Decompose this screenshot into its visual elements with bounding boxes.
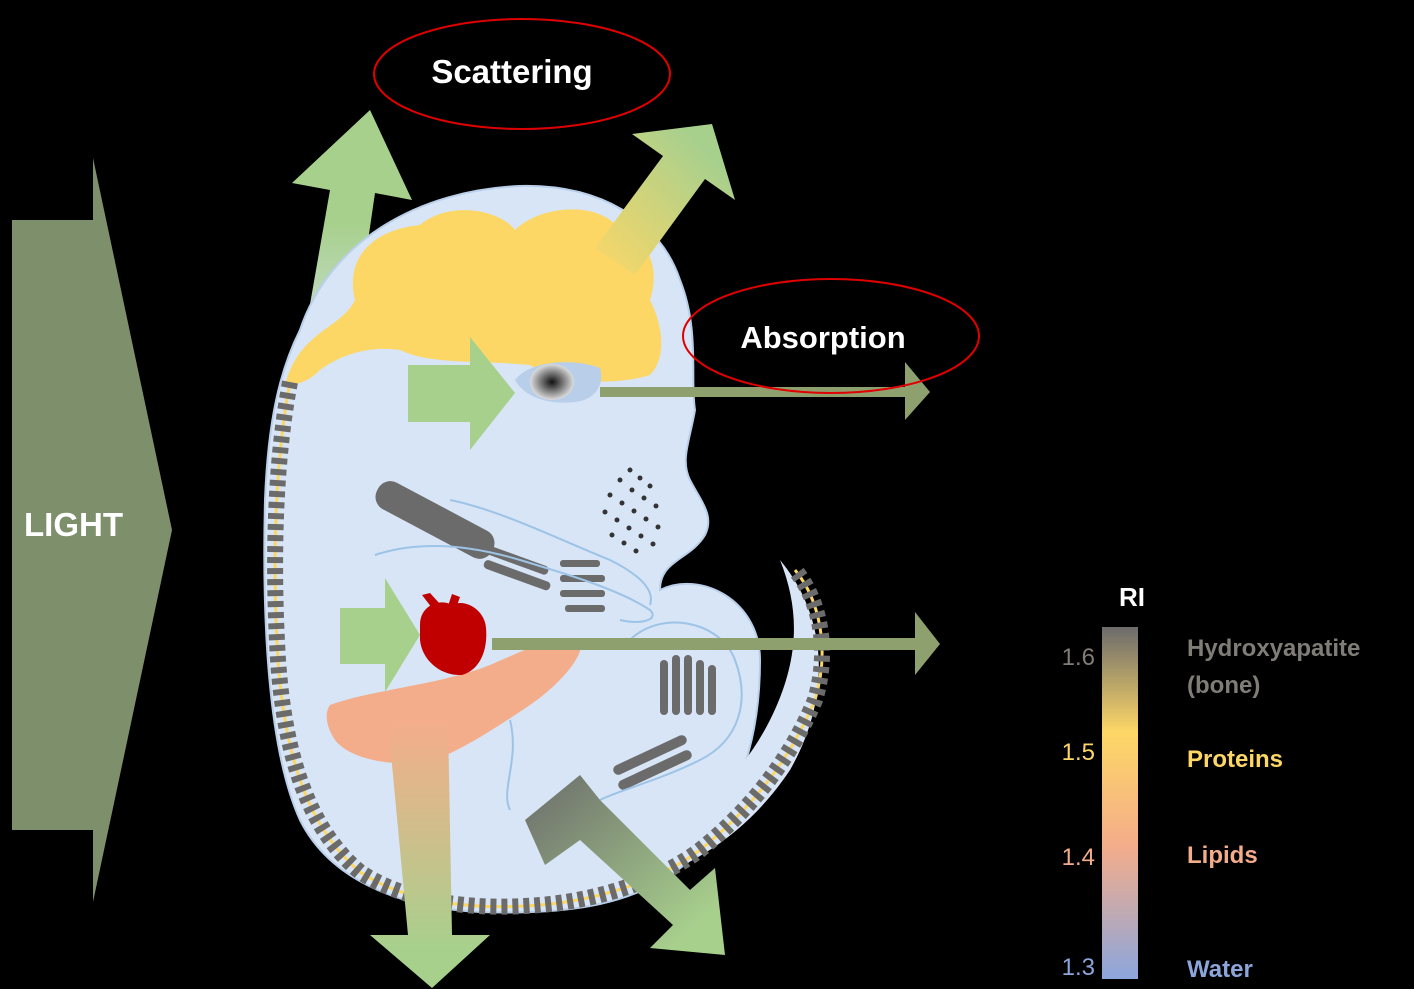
scattering-label: Scattering bbox=[431, 53, 592, 90]
ri-material-label: Water bbox=[1187, 956, 1253, 983]
ri-material-label: (bone) bbox=[1187, 672, 1260, 699]
ri-scale: RI 1.6 1.5 1.4 1.3 Hydroxyapatite (bone)… bbox=[1062, 582, 1361, 983]
ri-material-label: Lipids bbox=[1187, 842, 1258, 869]
ri-tick-value: 1.4 bbox=[1062, 844, 1095, 871]
light-label: LIGHT bbox=[24, 506, 123, 543]
ri-scale-title: RI bbox=[1119, 582, 1145, 612]
absorption-label: Absorption bbox=[740, 320, 905, 355]
ri-material-label: Hydroxyapatite bbox=[1187, 635, 1360, 662]
ri-tick-value: 1.6 bbox=[1062, 644, 1095, 671]
ri-material-label: Proteins bbox=[1187, 746, 1283, 773]
ri-tick-value: 1.3 bbox=[1062, 954, 1095, 981]
ri-tick-value: 1.5 bbox=[1062, 739, 1095, 766]
ri-color-bar bbox=[1102, 627, 1138, 979]
